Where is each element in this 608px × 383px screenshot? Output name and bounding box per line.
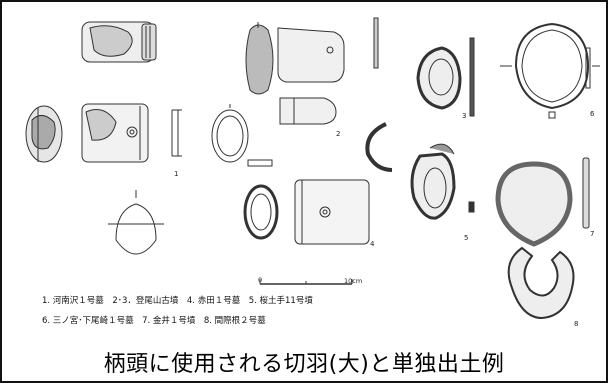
artifact-7-guard (495, 157, 590, 247)
artifact-3-pieces (365, 17, 475, 172)
figure-number-5: 5 (464, 234, 469, 242)
artifact-1-side-view (81, 103, 182, 163)
figure-number-2: 2 (336, 130, 341, 138)
scale-end-label: 10cm (344, 277, 363, 285)
figure-number-4: 4 (370, 240, 375, 248)
scale-start-label: 0 (258, 276, 263, 284)
artifact-5-guard (410, 143, 475, 220)
artifact-8-fragment (507, 246, 575, 320)
legend-line-2: 6. 三ノ宮･下尾崎１号墓 7. 金井１号墳 8. 間際根２号墓 (42, 316, 266, 326)
artifact-1-end-view (25, 105, 63, 163)
scale-bar (259, 279, 353, 285)
figure-number-6: 6 (590, 110, 595, 118)
figure-number-3: 3 (462, 112, 467, 120)
artifact-1-bell-view (108, 190, 164, 255)
artifact-2-pommel (245, 22, 345, 125)
artifact-6-guard (500, 22, 600, 119)
artifact-4-guard-and-handle (243, 159, 370, 245)
artifact-drawings (25, 17, 600, 320)
figure-caption: 柄頭に使用される切羽(大)と単独出土例 (103, 352, 505, 377)
legend-line-1: 1. 河南沢１号墓 2･3．登尾山古墳 4. 赤田１号墓 5. 桜土手11号墳 (42, 296, 313, 306)
artifact-1-guard (211, 104, 249, 163)
figure-number-1: 1 (174, 170, 179, 178)
figure-number-7: 7 (590, 230, 595, 238)
figure-number-8: 8 (574, 320, 579, 328)
artifact-1-top-view (81, 21, 157, 63)
